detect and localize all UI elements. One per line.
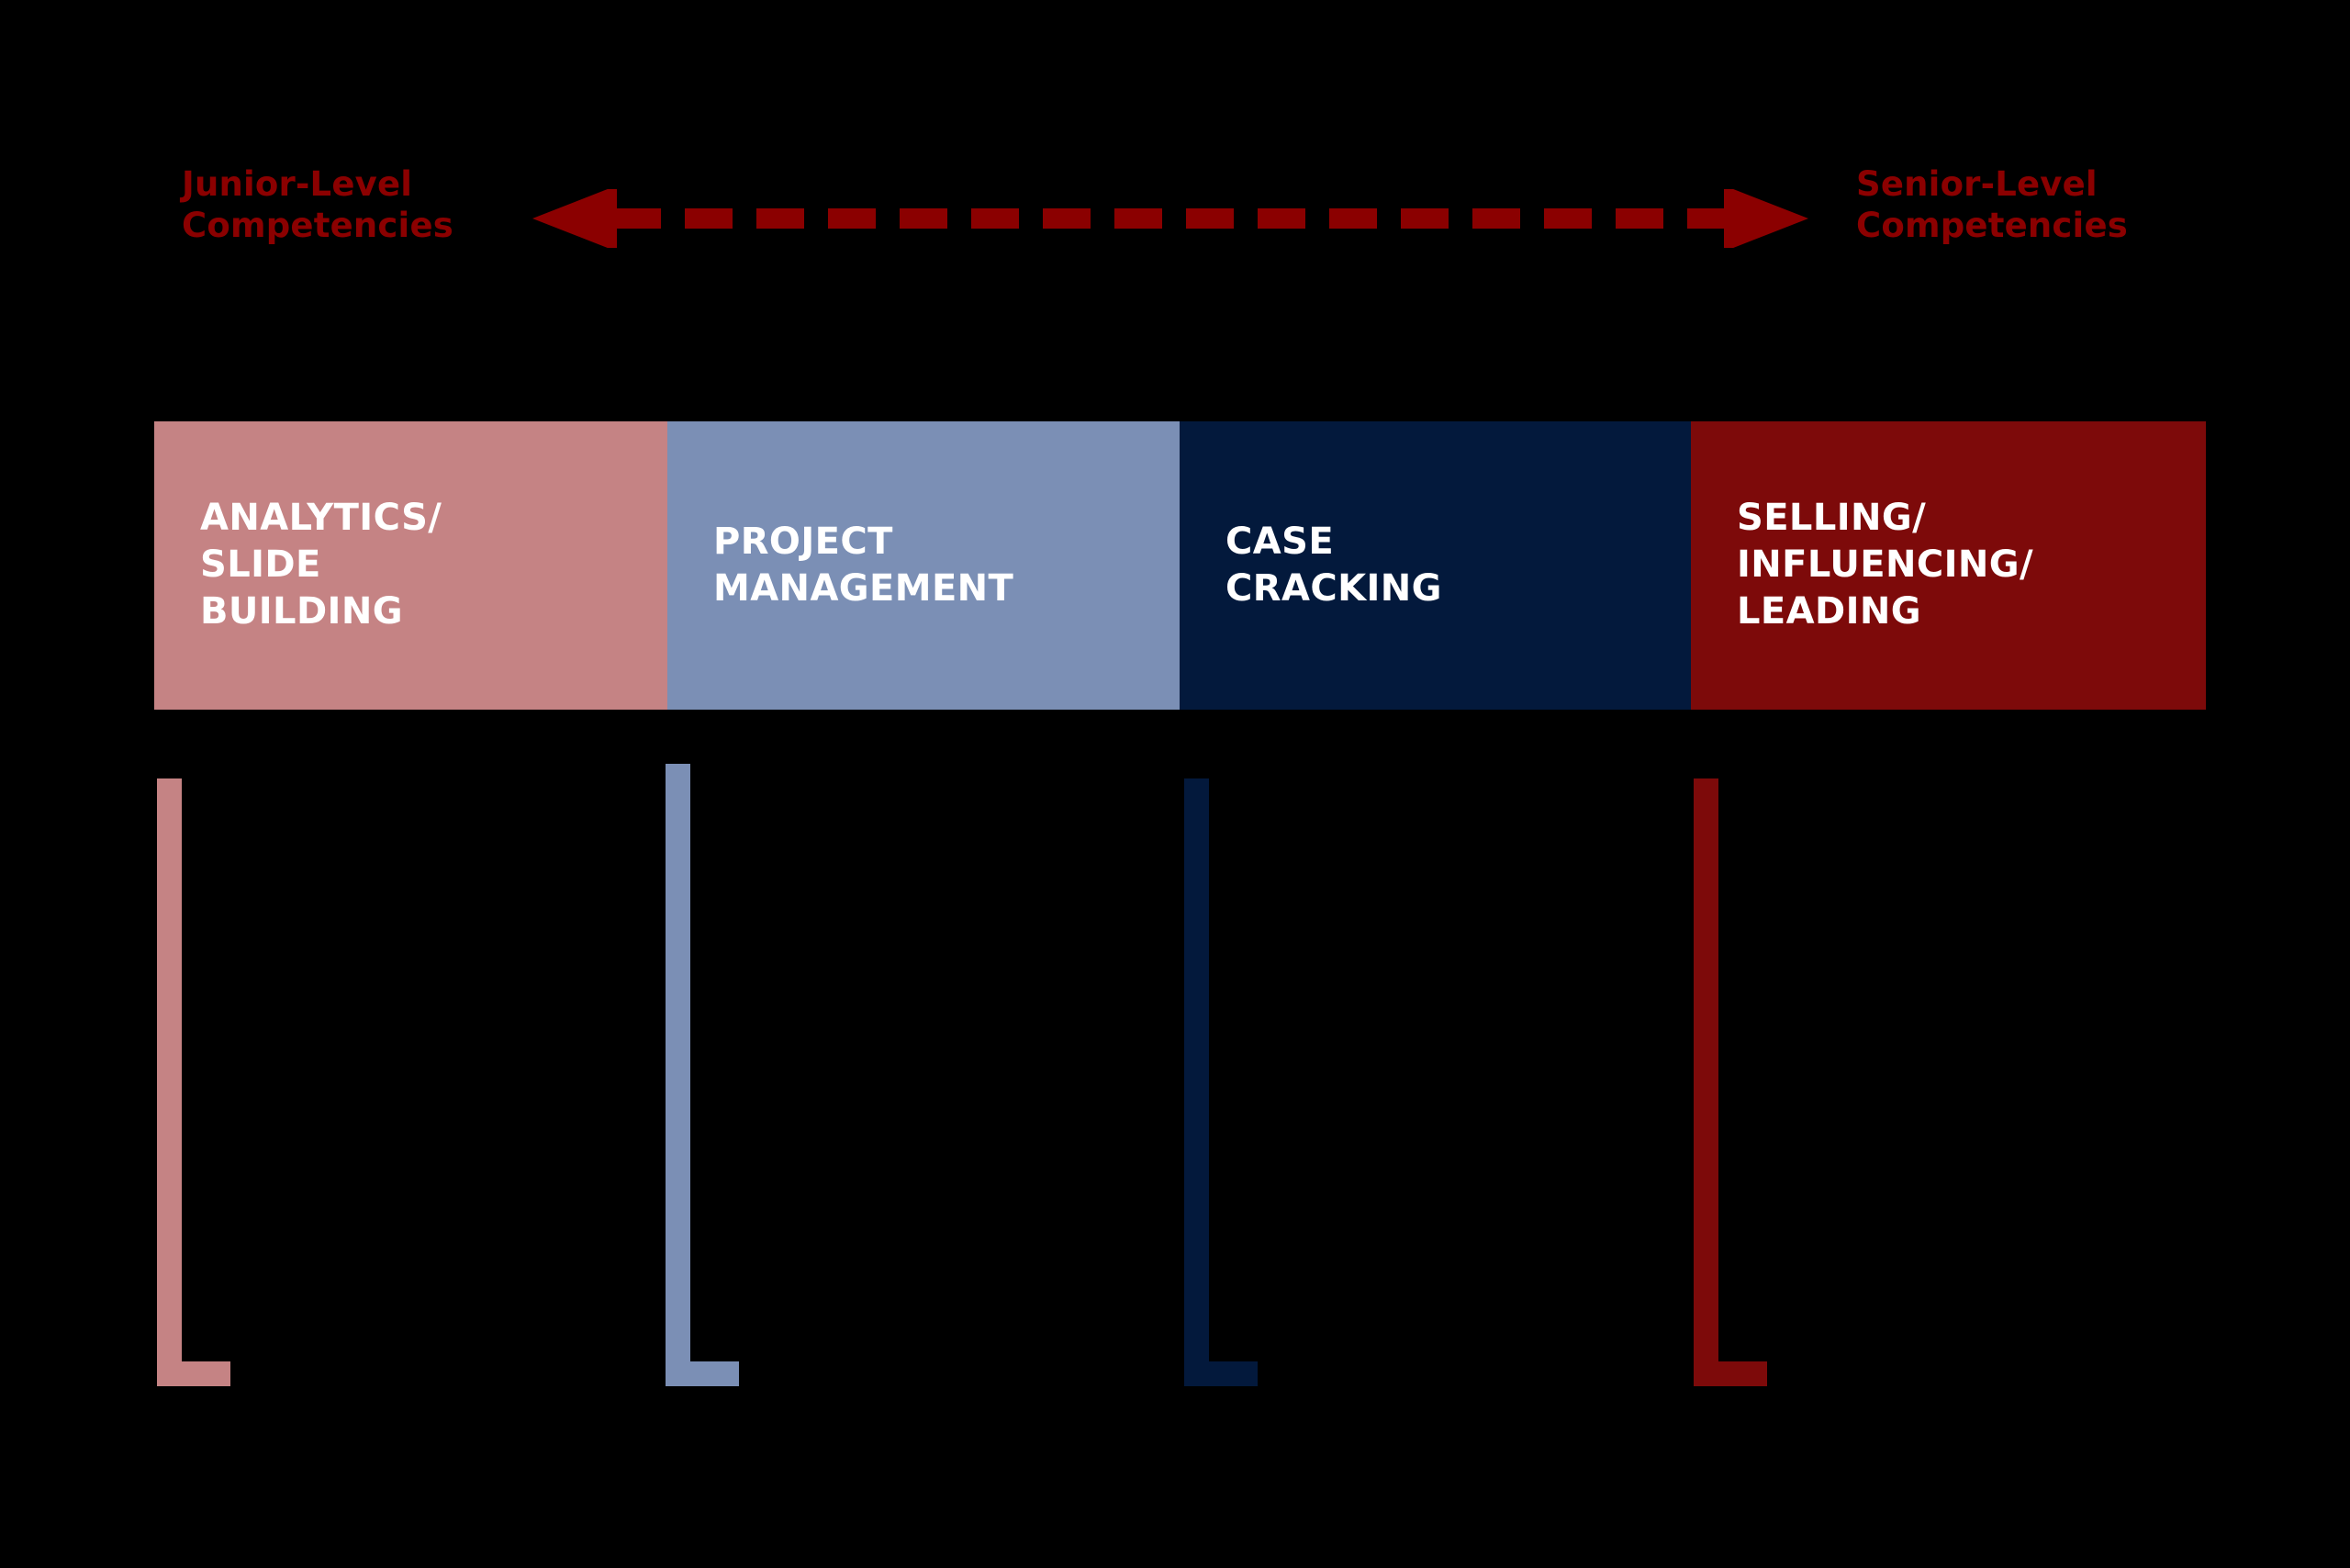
double-headed-dashed-arrow-icon xyxy=(532,189,1808,248)
category-label-line: BUILDING xyxy=(200,590,403,633)
category-label-line: CASE xyxy=(1225,520,1335,563)
category-label-line: SLIDE xyxy=(200,543,321,587)
bracket-stem xyxy=(1184,778,1209,1386)
bracket-foot xyxy=(666,1361,739,1386)
junior-level-label: Junior-Level Competencies xyxy=(182,163,512,246)
bracket-foot xyxy=(1184,1361,1258,1386)
category-label-analytics-slide-building: ANALYTICS/ SLIDE BUILDING xyxy=(200,495,442,636)
category-box-case-cracking[interactable]: CASE CRACKING xyxy=(1180,421,1691,710)
category-box-project-management[interactable]: PROJECT MANAGEMENT xyxy=(667,421,1180,710)
category-label-case-cracking: CASE CRACKING xyxy=(1225,519,1442,612)
category-label-line: MANAGEMENT xyxy=(713,567,1014,610)
category-label-line: INFLUENCING/ xyxy=(1737,543,2033,587)
senior-level-label-line2: Competencies xyxy=(1856,206,2128,246)
competency-category-row: ANALYTICS/ SLIDE BUILDING PROJECT MANAGE… xyxy=(154,421,2206,710)
bracket-foot xyxy=(157,1361,230,1386)
category-label-selling-influencing-leading: SELLING/ INFLUENCING/ LEADING xyxy=(1737,495,2033,636)
category-label-line: PROJECT xyxy=(713,520,893,563)
bracket-stem xyxy=(666,764,690,1386)
competency-spectrum-axis: Junior-Level Competencies Senior-Level C… xyxy=(0,163,2350,274)
category-label-line: LEADING xyxy=(1737,590,1921,633)
bracket-stem xyxy=(157,778,182,1386)
bracket-stem xyxy=(1694,778,1718,1386)
junior-level-label-line1: Junior-Level xyxy=(182,164,413,204)
category-box-analytics-slide-building[interactable]: ANALYTICS/ SLIDE BUILDING xyxy=(154,421,667,710)
category-label-line: ANALYTICS/ xyxy=(200,497,442,540)
category-label-project-management: PROJECT MANAGEMENT xyxy=(713,519,1013,612)
category-label-line: SELLING/ xyxy=(1737,497,1927,540)
junior-level-label-line2: Competencies xyxy=(182,206,453,246)
senior-level-label: Senior-Level Competencies xyxy=(1856,163,2187,246)
category-bracket-row xyxy=(0,716,2350,1386)
category-box-selling-influencing-leading[interactable]: SELLING/ INFLUENCING/ LEADING xyxy=(1691,421,2206,710)
senior-level-label-line1: Senior-Level xyxy=(1856,164,2098,204)
category-label-line: CRACKING xyxy=(1225,567,1442,610)
bracket-foot xyxy=(1694,1361,1767,1386)
